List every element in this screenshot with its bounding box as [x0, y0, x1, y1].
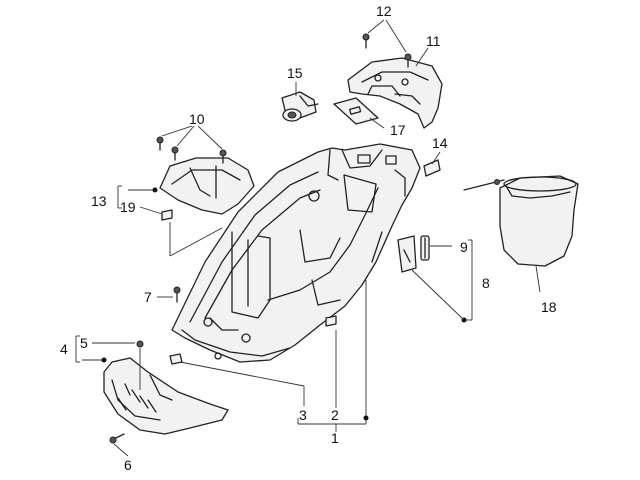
battery-lid	[159, 157, 255, 215]
callout-4: 4	[60, 341, 68, 357]
screw-10a	[156, 136, 164, 151]
screw-6	[109, 433, 125, 444]
screw-10c	[219, 149, 227, 164]
callout-1: 1	[331, 430, 339, 446]
screw-12a	[362, 33, 370, 49]
rubber-pad	[423, 159, 441, 177]
callout-13: 13	[91, 193, 107, 209]
callout-17: 17	[390, 122, 406, 138]
helmet-compartment	[171, 143, 421, 363]
clip-3	[169, 353, 183, 365]
callout-3: 3	[299, 407, 307, 423]
callout-19: 19	[120, 199, 136, 215]
callout-labels: 1 2 3 4 5 6 7 8 9 10 11 12 13 14 15 17 1…	[60, 3, 557, 473]
callout-5: 5	[80, 335, 88, 351]
screw-5	[136, 340, 144, 348]
clip-2	[325, 315, 337, 327]
lock-cylinder	[281, 91, 319, 122]
screw-7	[173, 286, 181, 303]
callout-6: 6	[124, 457, 132, 473]
screw-10b	[171, 146, 179, 161]
callout-11: 11	[426, 33, 441, 49]
storage-bag	[463, 175, 579, 267]
clip-19	[161, 209, 173, 221]
callout-14: 14	[432, 135, 448, 151]
callout-18: 18	[541, 299, 557, 315]
callout-2: 2	[331, 407, 339, 423]
fuse	[420, 235, 430, 261]
fuse-bracket	[397, 235, 417, 273]
front-tray	[103, 357, 229, 435]
leader-lines	[75, 19, 541, 457]
callout-15: 15	[287, 65, 303, 81]
callout-10: 10	[189, 111, 205, 127]
screw-12b	[404, 53, 412, 68]
callout-8: 8	[482, 275, 490, 291]
callout-9: 9	[460, 239, 468, 255]
callout-7: 7	[144, 289, 152, 305]
cover-plate	[333, 97, 379, 125]
callout-12: 12	[376, 3, 392, 19]
